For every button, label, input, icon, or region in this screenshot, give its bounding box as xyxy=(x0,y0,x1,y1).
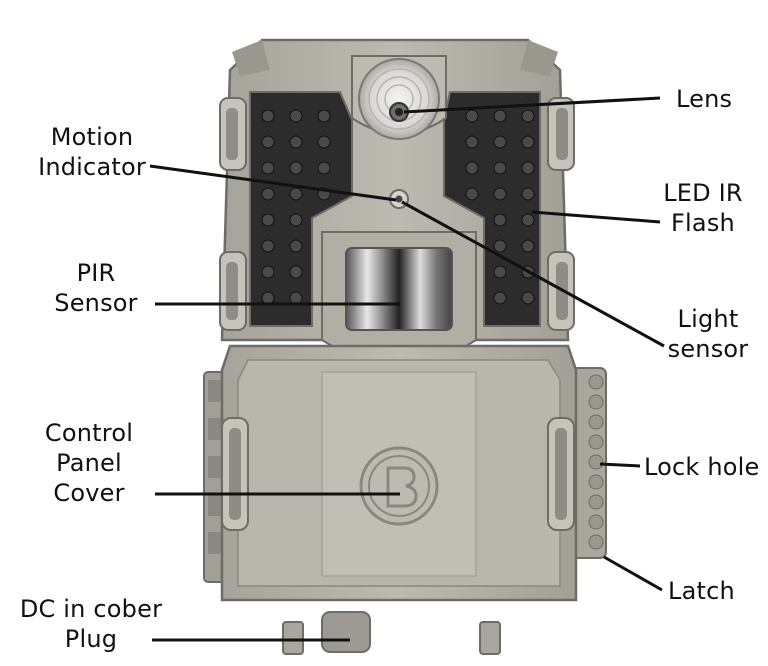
led-dot xyxy=(521,291,535,305)
leader-lens xyxy=(403,96,661,114)
leader-led-ir-flash xyxy=(531,210,661,224)
label-pir-sensor-line2: Sensor xyxy=(54,289,138,317)
led-dot xyxy=(493,291,507,305)
led-dot xyxy=(493,161,507,175)
led-dot xyxy=(261,265,275,279)
led-dots xyxy=(261,109,535,305)
label-motion-indicator: Motion Indicator xyxy=(30,122,154,182)
label-latch: Latch xyxy=(668,577,735,605)
led-dot xyxy=(493,213,507,227)
led-dot xyxy=(289,135,303,149)
led-dot xyxy=(317,109,331,123)
led-dot xyxy=(289,239,303,253)
led-ir-panel-right xyxy=(443,91,541,327)
label-lock-hole: Lock hole xyxy=(644,453,760,481)
led-dot xyxy=(289,291,303,305)
label-pir-sensor-line1: PIR xyxy=(76,259,116,287)
led-dot xyxy=(261,109,275,123)
label-light-sensor-line2: sensor xyxy=(667,335,749,363)
label-lens: Lens xyxy=(676,85,733,113)
led-dot xyxy=(261,135,275,149)
pir-sensor-part xyxy=(321,231,477,353)
led-dot xyxy=(521,135,535,149)
upper-strap-loops xyxy=(219,97,575,331)
led-dot xyxy=(521,187,535,201)
led-dot xyxy=(261,239,275,253)
led-dot xyxy=(521,161,535,175)
label-light-sensor-line1: Light xyxy=(677,305,739,333)
led-dot xyxy=(521,239,535,253)
led-dot xyxy=(465,109,479,123)
label-control-panel-cover: Control Panel Cover xyxy=(34,418,144,508)
led-ir-panel-left xyxy=(249,91,353,327)
label-led-ir-flash: LED IR Flash xyxy=(660,178,746,238)
label-light-sensor: Light sensor xyxy=(660,304,756,364)
led-dot xyxy=(521,213,535,227)
leader-motion-indicator xyxy=(149,164,397,202)
label-led-ir-flash-line1: LED IR xyxy=(663,179,743,207)
led-dot xyxy=(465,135,479,149)
led-dot xyxy=(465,187,479,201)
led-dot xyxy=(289,265,303,279)
leader-lines xyxy=(149,96,665,642)
led-dot xyxy=(465,161,479,175)
led-dot xyxy=(493,109,507,123)
label-led-ir-flash-line2: Flash xyxy=(671,209,735,237)
label-control-panel-cover-line3: Cover xyxy=(53,479,125,507)
label-motion-indicator-line1: Motion xyxy=(50,123,134,151)
led-dot xyxy=(493,187,507,201)
led-dot xyxy=(289,161,303,175)
leader-latch xyxy=(603,555,663,592)
label-control-panel-cover-line2: Panel xyxy=(56,449,122,477)
leader-lock-hole xyxy=(599,462,641,468)
label-dc-in-cover-plug-line2: Plug xyxy=(64,625,118,653)
led-dot xyxy=(317,161,331,175)
label-motion-indicator-line2: Indicator xyxy=(38,153,146,181)
led-dot xyxy=(289,187,303,201)
led-dot xyxy=(493,265,507,279)
led-dot xyxy=(521,109,535,123)
led-dot xyxy=(289,109,303,123)
led-dot xyxy=(493,239,507,253)
led-dot xyxy=(317,135,331,149)
led-dot xyxy=(493,135,507,149)
led-dot xyxy=(261,187,275,201)
lens-part xyxy=(351,55,447,140)
label-dc-in-cover-plug: DC in cober Plug xyxy=(12,594,170,654)
dc-plug-part xyxy=(282,611,501,655)
led-dot xyxy=(261,161,275,175)
label-dc-in-cover-plug-line1: DC in cober xyxy=(19,595,163,623)
led-dot xyxy=(289,213,303,227)
led-dot xyxy=(261,213,275,227)
label-pir-sensor: PIR Sensor xyxy=(44,258,148,318)
leader-light-sensor xyxy=(401,200,665,348)
control-panel-cover-part xyxy=(220,344,578,602)
label-control-panel-cover-line1: Control xyxy=(44,419,134,447)
led-dot xyxy=(261,291,275,305)
